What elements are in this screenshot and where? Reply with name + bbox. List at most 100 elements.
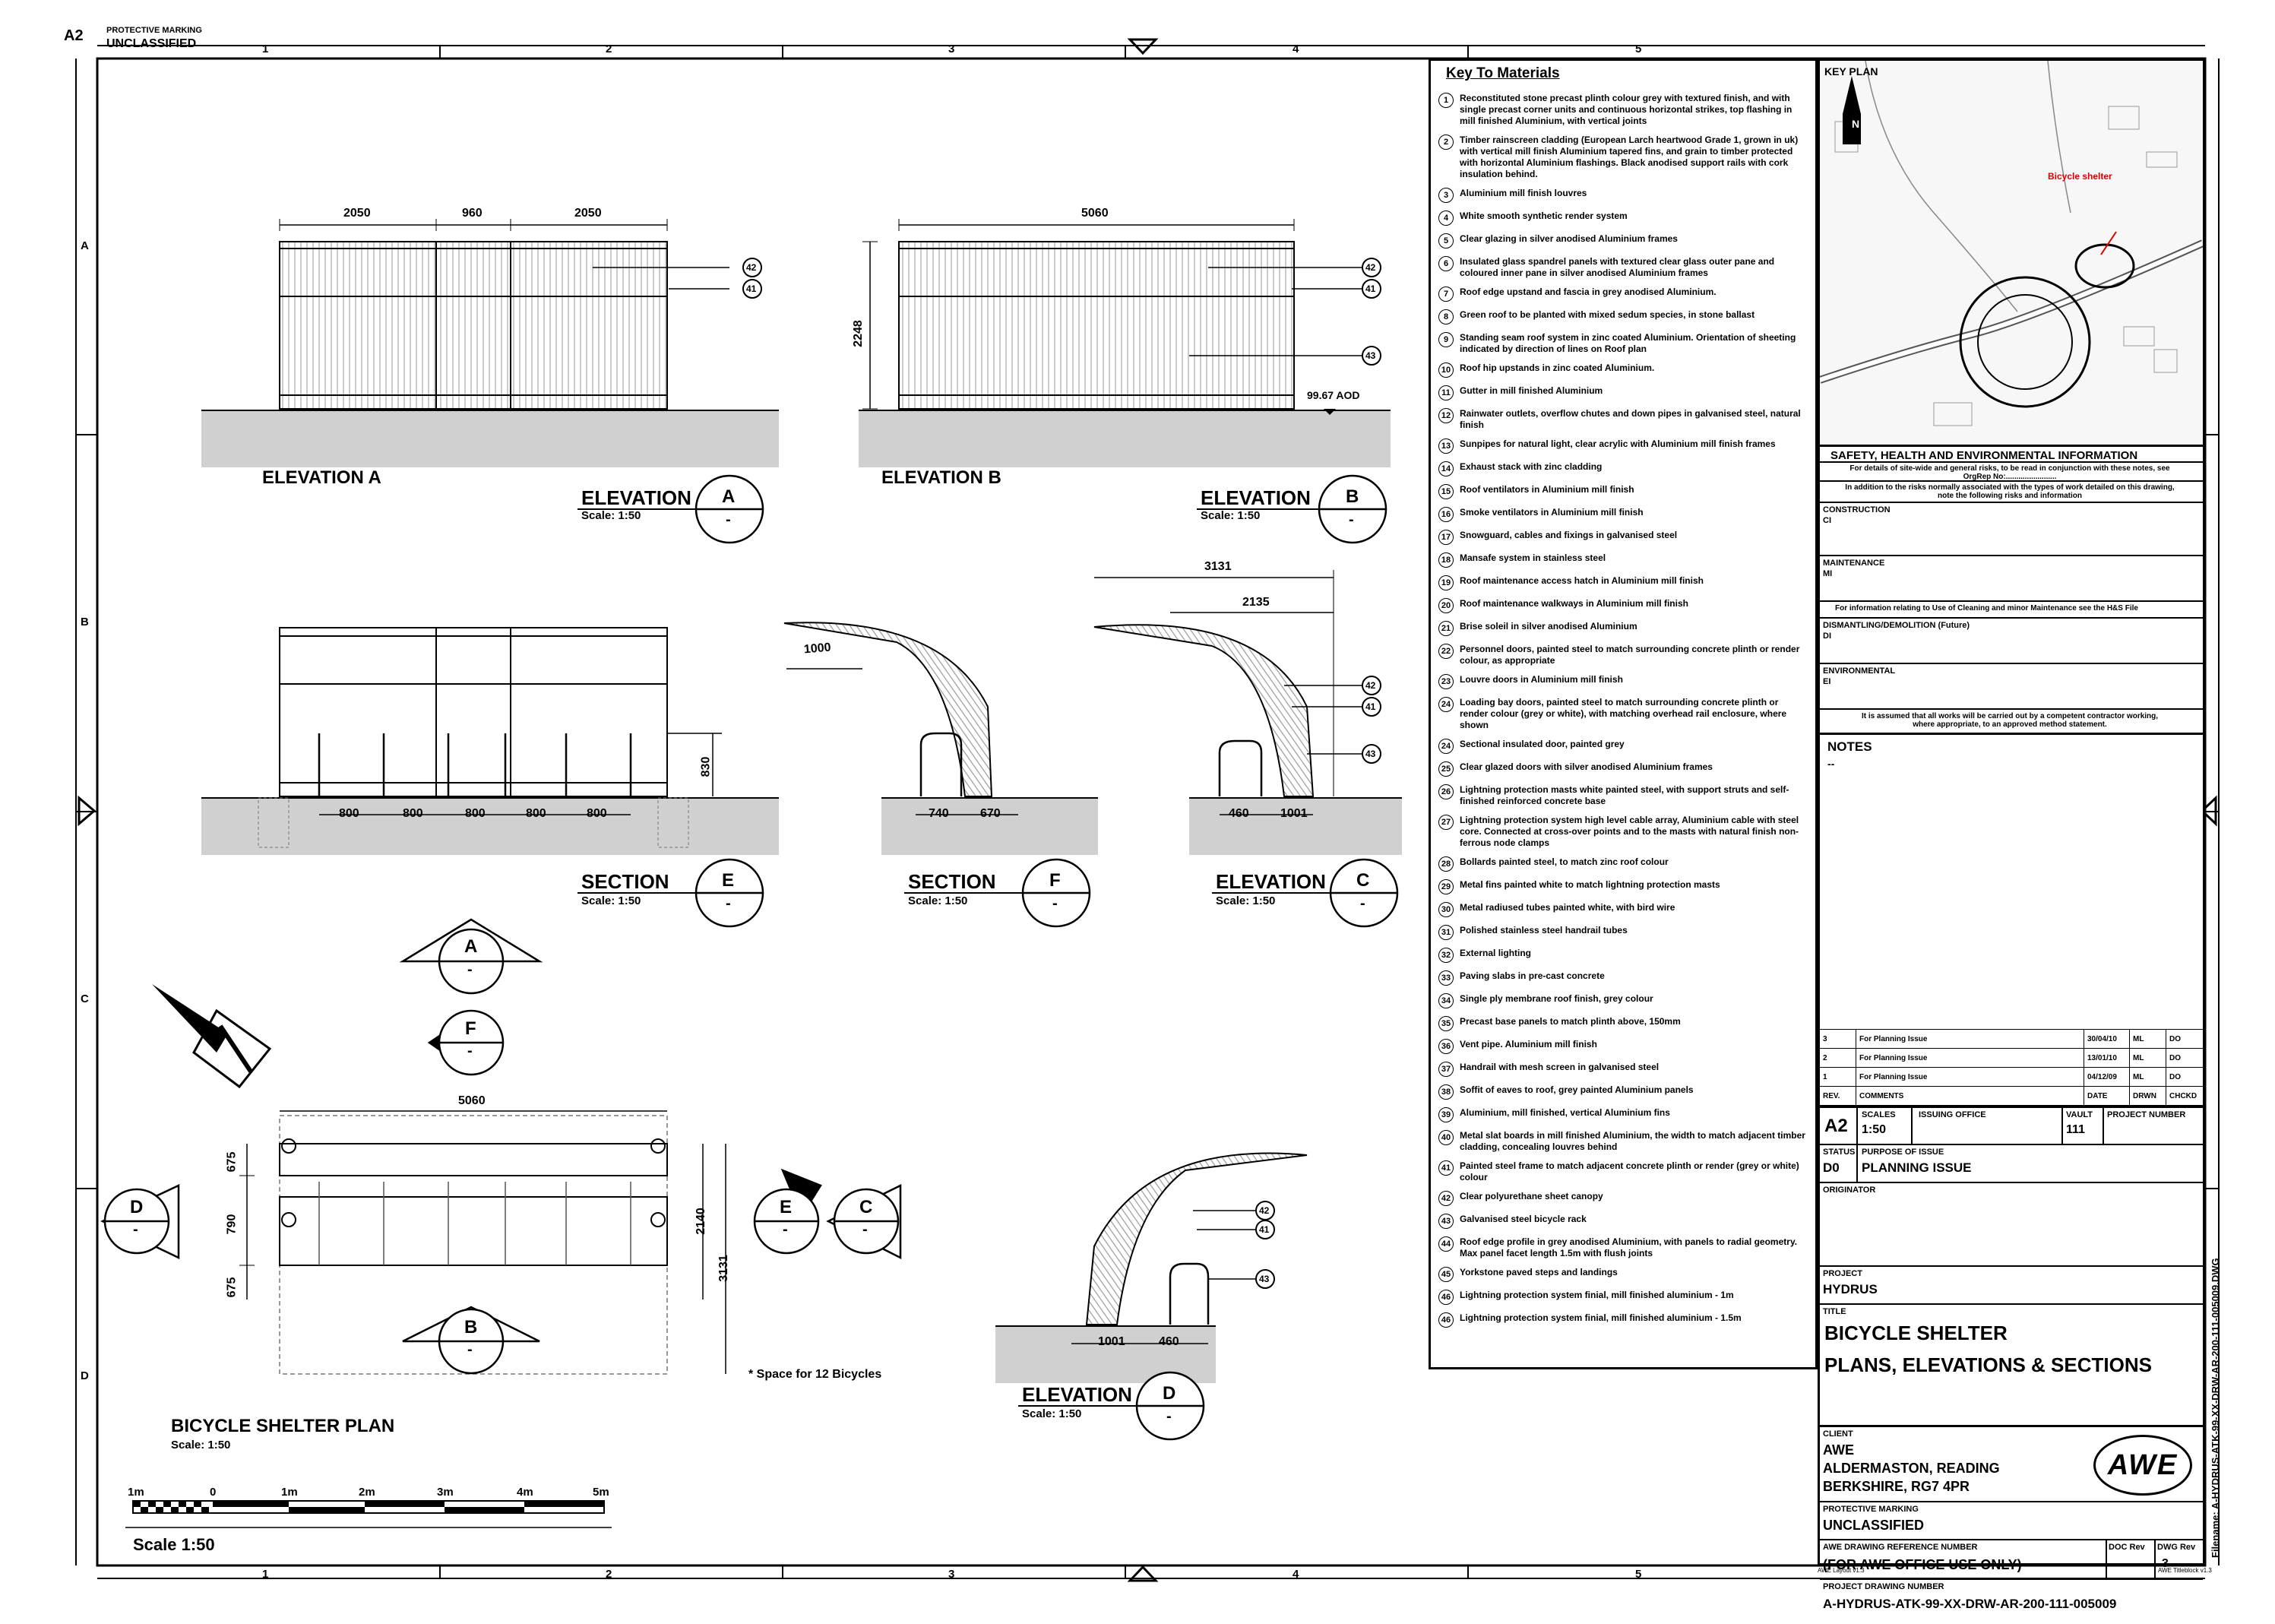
key-item-text: Green roof to be planted with mixed sedu… [1460, 309, 1755, 320]
status-label: STATUS [1823, 1148, 1856, 1157]
dwg-rev-label: DWG Rev [2157, 1543, 2196, 1552]
key-item-text: Roof edge profile in grey anodised Alumi… [1460, 1236, 1798, 1258]
key-item-number: 39 [1438, 1107, 1454, 1122]
key-item-text: Painted steel frame to match adjacent co… [1460, 1160, 1799, 1182]
callout: 43 [1365, 749, 1376, 759]
doc-rev-label: DOC Rev [2109, 1543, 2145, 1552]
callout: 41 [746, 283, 757, 294]
key-item-text: Roof maintenance walkways in Aluminium m… [1460, 598, 1688, 609]
originator-label: ORIGINATOR [1823, 1186, 1876, 1195]
key-item-text: Timber rainscreen cladding (European Lar… [1460, 135, 1799, 179]
key-item-number: 4 [1438, 211, 1454, 226]
callout: 41 [1365, 283, 1376, 294]
key-item-number: 6 [1438, 256, 1454, 271]
key-item-text: Clear polyurethane sheet canopy [1460, 1191, 1603, 1201]
purpose-value: PLANNING ISSUE [1862, 1160, 1972, 1175]
key-item-number: 43 [1438, 1214, 1454, 1229]
key-item-text: Louvre doors in Aluminium mill finish [1460, 674, 1623, 685]
rev-header: CHCKD [2169, 1091, 2197, 1100]
aod-level: 99.67 AOD [1307, 389, 1360, 401]
key-item-text: Polished stainless steel handrail tubes [1460, 925, 1628, 935]
callout: 42 [1259, 1205, 1270, 1216]
col-label: 4 [1293, 1568, 1299, 1581]
dim: 3131 [717, 1255, 730, 1282]
key-item-text: Aluminium, mill finished, vertical Alumi… [1460, 1107, 1670, 1118]
scalebar-title: Scale 1:50 [133, 1535, 215, 1554]
key-item: 42 Clear polyurethane sheet canopy [1438, 1191, 1808, 1206]
key-item-text: Clear glazed doors with silver anodised … [1460, 761, 1713, 772]
rev-chkd: DO [2169, 1034, 2181, 1043]
key-item: 2 Timber rainscreen cladding (European La… [1438, 135, 1808, 180]
key-item-number: 42 [1438, 1191, 1454, 1206]
environmental-code: EI [1823, 677, 1831, 686]
key-item-number: 32 [1438, 948, 1454, 963]
space-note: * Space for 12 Bicycles [748, 1368, 882, 1381]
key-item-text: Smoke ventilators in Aluminium mill fini… [1460, 507, 1644, 518]
project-number-label: PROJECT NUMBER [2107, 1110, 2186, 1119]
dim: 2135 [1242, 596, 1270, 609]
key-item-number: 2 [1438, 135, 1454, 150]
marker-dash: - [467, 961, 473, 978]
construction-row: CONSTRUCTION CI [1820, 502, 2203, 555]
elevation-c-drawing [1093, 570, 1402, 855]
dim: 800 [339, 807, 359, 820]
awe-logo: AWE [2093, 1435, 2192, 1496]
elevation-c-label: ELEVATION [1216, 870, 1326, 893]
scale-label: Scale: 1:50 [908, 894, 968, 907]
row-label: B [81, 616, 89, 628]
environmental-row: ENVIRONMENTAL EI [1820, 663, 2203, 708]
callout: 42 [746, 262, 757, 273]
rev-drwn: ML [2130, 1049, 2166, 1067]
key-plan-title: KEY PLAN [1824, 65, 1878, 78]
key-item-number: 27 [1438, 815, 1454, 830]
key-item-number: 20 [1438, 598, 1454, 613]
key-item-text: Sunpipes for natural light, clear acryli… [1460, 438, 1776, 449]
key-item-text: Exhaust stack with zinc cladding [1460, 461, 1603, 472]
dim: 800 [403, 807, 423, 820]
she-header: SAFETY, HEALTH AND ENVIRONMENTAL INFORMA… [1820, 445, 2203, 462]
assumed-row: It is assumed that all works will be car… [1820, 708, 2203, 733]
elevation-b-drawing [859, 219, 1391, 467]
marker-a: A [722, 486, 736, 507]
awe-ref-label: AWE DRAWING REFERENCE NUMBER [1823, 1543, 1978, 1552]
status-row: STATUS D0 PURPOSE OF ISSUE PLANNING ISSU… [1820, 1144, 2203, 1182]
rev-header: COMMENTS [1856, 1087, 2084, 1105]
key-item-text: Clear glazing in silver anodised Alumini… [1460, 233, 1678, 244]
plan-marker-e: E [780, 1197, 793, 1217]
callout: 43 [1259, 1274, 1270, 1284]
dim: 830 [699, 756, 713, 777]
key-item-text: Precast base panels to match plinth abov… [1460, 1016, 1681, 1027]
scale-label: Scale: 1:50 [1201, 509, 1261, 522]
col-label: 1 [262, 1568, 269, 1581]
notes-text: -- [1827, 758, 1835, 770]
dim: 1000 [803, 641, 832, 657]
dim: 3131 [1204, 560, 1232, 573]
key-item: 31 Polished stainless steel handrail tube… [1438, 925, 1808, 940]
north-arrow-icon [152, 984, 272, 1089]
key-item-text: Mansafe system in stainless steel [1460, 552, 1606, 563]
key-item-number: 46 [1438, 1290, 1454, 1305]
client-line3: BERKSHIRE, RG7 4PR [1823, 1479, 1970, 1494]
scales-row: A2 SCALES 1:50 ISSUING OFFICE VAULT 111 … [1820, 1106, 2203, 1144]
maint-note: For information relating to Use of Clean… [1835, 604, 2138, 613]
north-icon: N [1852, 118, 1860, 130]
marker-dash: - [1052, 895, 1058, 912]
revision-table: 3 For Planning Issue 30/04/10 ML DO 2 Fo… [1820, 1029, 2203, 1106]
key-item-text: Roof ventilators in Aluminium mill finis… [1460, 484, 1634, 495]
key-item-text: Paving slabs in pre-cast concrete [1460, 970, 1605, 981]
key-item-text: External lighting [1460, 948, 1532, 958]
key-item-number: 31 [1438, 925, 1454, 940]
construction-code: CI [1823, 516, 1831, 525]
marker-dash: - [133, 1221, 138, 1238]
